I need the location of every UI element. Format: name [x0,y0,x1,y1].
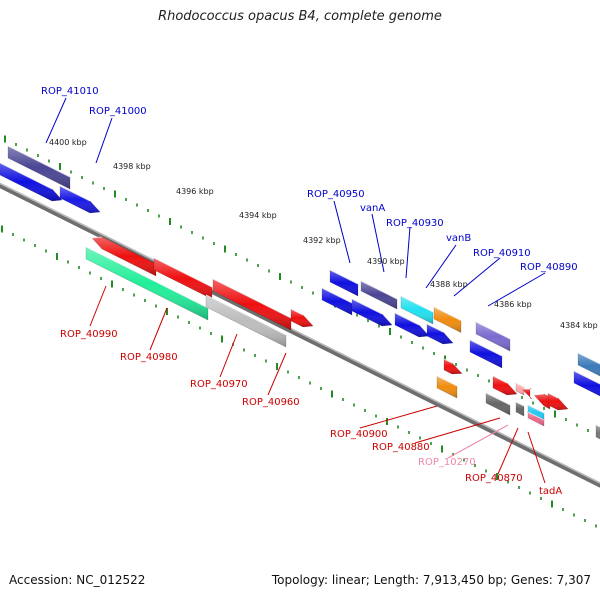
gene-vanA-cds [351,298,393,327]
leader-ROP_40950 [333,200,351,264]
gene-right-edge-1 [577,352,600,377]
gene-label-ROP_40970: ROP_40970 [190,379,248,390]
genome-backbone [0,182,600,488]
gene-ROP_40990-cds [85,246,209,321]
gene-ROP_40960 [205,294,287,348]
gene-ROP_40970 [212,278,292,331]
gene-tadA-2 [527,411,545,427]
gene-ROP_40890 [469,339,503,369]
leader-ROP_41000 [95,117,113,164]
gene-label-ROP_40870: ROP_40870 [465,473,523,484]
gene-label-ROP_40950: ROP_40950 [307,189,365,200]
gene-label-ROP_40930: ROP_40930 [386,218,444,229]
leader-ROP_10270 [447,424,509,459]
gene-label-ROP_40910: ROP_40910 [473,248,531,259]
gene-label-vanB: vanB [446,233,471,244]
scale-label: 4388 kbp [430,280,468,289]
gene-label-ROP_41000: ROP_41000 [89,106,147,117]
topology-summary: Topology: linear; Length: 7,913,450 bp; … [271,573,591,587]
gene-vanA [360,280,398,310]
gene-ROP_40950 [329,269,359,297]
leader-ROP_40930 [405,226,411,279]
leader-ROP_40910 [453,257,501,297]
gene-ROP_41000-cds [59,185,101,214]
backbone-highlight [0,182,600,484]
label-leader-lines [45,97,546,484]
gene-vanB-cds [426,323,454,345]
scale-label: 4392 kbp [303,236,341,245]
gene-ROP_40880 [492,375,518,396]
gene-small-grey [515,401,525,417]
gene-ROP_41010-cds [0,162,63,202]
gene-ROP_40900 [443,358,463,375]
scale-label: 4400 kbp [49,138,87,147]
accession-label: Accession: NC_012522 [9,573,146,587]
leader-ROP_40900 [359,405,438,429]
gene-label-ROP_40880: ROP_40880 [372,442,430,453]
leader-ROP_40960 [267,352,287,396]
gene-right-edge-2 [573,370,600,397]
gene-ROP_10270-cds [521,387,533,400]
scale-label: 4396 kbp [176,187,214,196]
leader-ROP_40870 [497,427,519,475]
gene-ROP_40880-cds [485,392,511,416]
genome-title: Rhodococcus opacus B4, complete genome [158,9,442,24]
leader-tadA [527,431,546,484]
gene-ROP_40870 [533,393,551,410]
leader-ROP_40890 [487,272,546,307]
gene-label-ROP_41010: ROP_41010 [41,86,99,97]
gene-label-vanA: vanA [360,203,385,214]
gene-vanB [433,306,462,333]
gene-label-ROP_40890: ROP_40890 [520,262,578,273]
gene-features [0,145,600,440]
gene-ROP_40930 [400,295,434,325]
gene-right-edge-3 [595,424,600,440]
gene-label-tadA: tadA [539,486,562,497]
scale-label: 4394 kbp [239,211,277,220]
gene-ROP_40930-cds [394,312,430,338]
leader-ROP_40970 [219,333,238,378]
gene-ROP_40960-cds [290,308,314,328]
gene-label-ROP_40960: ROP_40960 [242,397,300,408]
scale-label: 4398 kbp [113,162,151,171]
leader-ROP_40980 [149,307,168,351]
leader-ROP_40880 [414,417,501,444]
leader-ROP_40990 [89,285,107,327]
gene-ROP_10270 [515,382,525,396]
gene-label-ROP_40980: ROP_40980 [120,352,178,363]
scale-label: 4384 kbp [560,321,598,330]
gene-ROP_41010 [7,145,71,190]
gene-label-ROP_40990: ROP_40990 [60,329,118,340]
gene-ROP_40950-cds [321,287,353,316]
gene-label-ROP_10270: ROP_10270 [418,457,476,468]
scale-label: 4390 kbp [367,257,405,266]
gene-ROP_40900-cds [436,375,458,399]
leader-ROP_41010 [45,97,67,144]
backbone-line [0,182,600,488]
gene-label-ROP_40900: ROP_40900 [330,429,388,440]
scale-ticks-bottom [1,225,597,528]
leader-vanA [371,213,385,273]
scale-labels: 4400 kbp 4398 kbp 4396 kbp 4394 kbp 4392 kbp… [49,138,598,330]
scale-label: 4386 kbp [494,300,532,309]
leader-vanB [425,244,457,289]
gene-ROP_40910 [475,321,511,352]
gene-ROP_40870-cds [547,392,569,411]
